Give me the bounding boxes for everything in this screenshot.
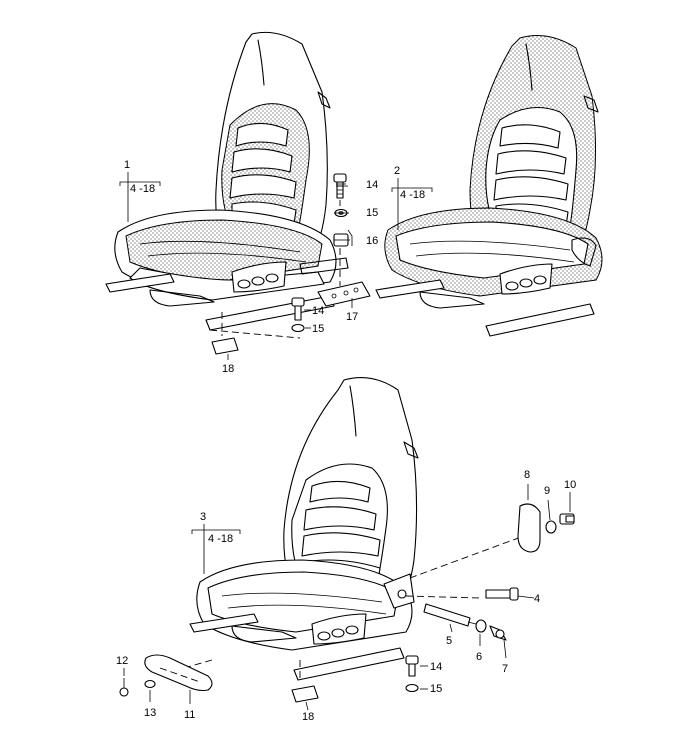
callout-14-bottom: 14 <box>430 661 442 673</box>
callout-12: 12 <box>116 655 128 667</box>
seat-3-hardware <box>119 484 575 711</box>
callout-11: 11 <box>184 709 195 721</box>
callout-6: 6 <box>476 651 482 663</box>
callout-8: 8 <box>524 469 530 481</box>
callout-15-top: 15 <box>366 207 378 219</box>
callout-1: 1 <box>124 159 130 171</box>
callout-ref-2: 4 -18 <box>400 189 425 201</box>
callout-14-mid: 14 <box>312 305 324 317</box>
callout-14-top: 14 <box>366 179 378 191</box>
seat-1-illustration <box>105 31 349 339</box>
callout-ref-1: 4 -18 <box>130 183 155 195</box>
callout-18-bottom: 18 <box>302 711 314 723</box>
callout-5: 5 <box>446 635 452 647</box>
callout-16: 16 <box>366 235 378 247</box>
callout-15-mid: 15 <box>312 323 324 335</box>
callout-18-top: 18 <box>222 363 234 375</box>
seat-3-illustration <box>169 377 541 682</box>
callout-ref-3: 4 -18 <box>208 533 233 545</box>
seat-2-illustration <box>375 35 603 337</box>
callout-13: 13 <box>144 707 156 719</box>
callout-2: 2 <box>394 165 400 177</box>
callout-7: 7 <box>502 663 508 675</box>
callout-17: 17 <box>346 311 358 323</box>
seat-1-hardware <box>119 172 371 360</box>
callout-10: 10 <box>564 479 576 491</box>
callout-9: 9 <box>544 485 550 497</box>
callout-4: 4 <box>534 593 540 605</box>
callout-3: 3 <box>200 511 206 523</box>
callout-15-bottom: 15 <box>430 683 442 695</box>
